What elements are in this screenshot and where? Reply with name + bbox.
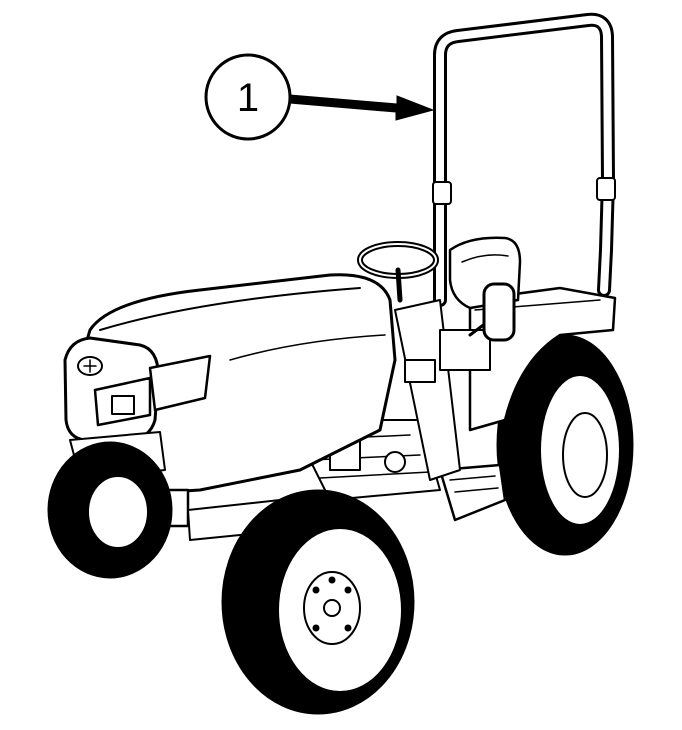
side-mirror — [468, 282, 516, 342]
steering-wheel — [357, 241, 439, 303]
callout-number: 1 — [237, 76, 259, 120]
front-wheel-right — [221, 489, 415, 715]
operator-step — [394, 299, 507, 522]
leader-arrow-icon — [289, 94, 435, 121]
front-wheel-left — [47, 441, 173, 579]
rear-wheel — [496, 334, 634, 556]
tractor-illustration-icon — [47, 12, 634, 715]
callout-circle-icon: 1 — [204, 53, 292, 141]
rops-frame — [432, 12, 616, 307]
